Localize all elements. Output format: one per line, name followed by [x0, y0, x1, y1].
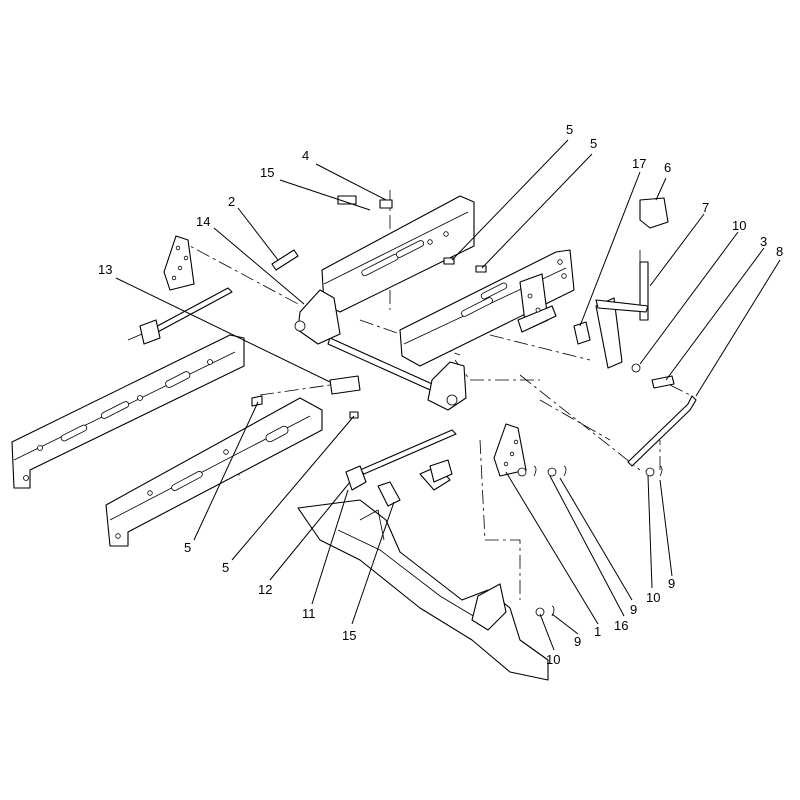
hardware	[251, 195, 675, 617]
callout-8: 8	[776, 244, 783, 259]
left-frame-rail-lower	[105, 397, 323, 547]
callout-17: 17	[632, 156, 646, 171]
callout-9-mid: 9	[630, 602, 637, 617]
callout-11: 11	[302, 606, 316, 621]
deck-lift-arm	[297, 499, 549, 681]
cross-shaft	[294, 289, 467, 411]
left-frame-rail-upper	[11, 334, 245, 489]
callout-4: 4	[302, 148, 309, 163]
callout-2: 2	[228, 194, 235, 209]
callout-12: 12	[258, 582, 272, 597]
callout-1: 1	[594, 624, 601, 639]
center-frame-rail	[321, 195, 475, 313]
callout-labels: 4 15 2 14 13 5 5 17 6 7 10 3 8 5 5 12 11…	[98, 122, 783, 667]
callout-13: 13	[98, 262, 112, 277]
callout-9-lower: 9	[574, 634, 581, 649]
callout-7: 7	[702, 200, 709, 215]
callout-3: 3	[760, 234, 767, 249]
left-pivot-plate	[127, 235, 233, 345]
callout-leaders	[115, 139, 781, 651]
callout-15-lower: 15	[342, 628, 356, 643]
right-frame-rail	[399, 249, 575, 367]
callout-5-top-b: 5	[590, 136, 597, 151]
callout-5-left: 5	[184, 540, 191, 555]
right-pivot-plate	[493, 423, 527, 477]
callout-14: 14	[196, 214, 210, 229]
callout-5-top-a: 5	[566, 122, 573, 137]
callout-6: 6	[664, 160, 671, 175]
callout-9-right: 9	[668, 576, 675, 591]
callout-10-right: 10	[646, 590, 660, 605]
lift-rod-right	[573, 197, 697, 467]
callout-5-center: 5	[222, 560, 229, 575]
callout-10-lower: 10	[546, 652, 560, 667]
callout-16: 16	[614, 618, 628, 633]
callout-15: 15	[260, 165, 274, 180]
callout-10-top: 10	[732, 218, 746, 233]
